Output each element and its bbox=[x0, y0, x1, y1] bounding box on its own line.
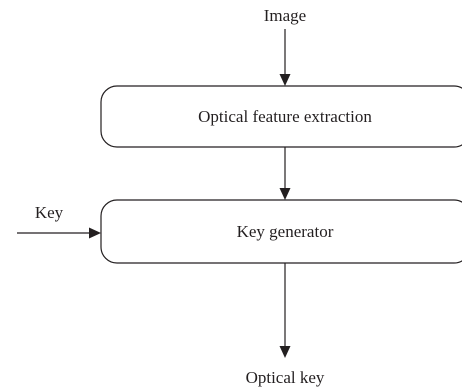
key-input-label: Key bbox=[35, 203, 64, 222]
arrowhead-generator-to-output bbox=[279, 346, 291, 358]
input-label: Image bbox=[264, 6, 306, 25]
arrowhead-image-to-extraction bbox=[279, 74, 291, 86]
arrowhead-key-to-generator bbox=[89, 227, 101, 239]
optical-feature-extraction-label: Optical feature extraction bbox=[198, 107, 372, 126]
key-generator-label: Key generator bbox=[237, 222, 334, 241]
arrowhead-extraction-to-generator bbox=[279, 188, 291, 200]
output-label: Optical key bbox=[246, 368, 325, 387]
